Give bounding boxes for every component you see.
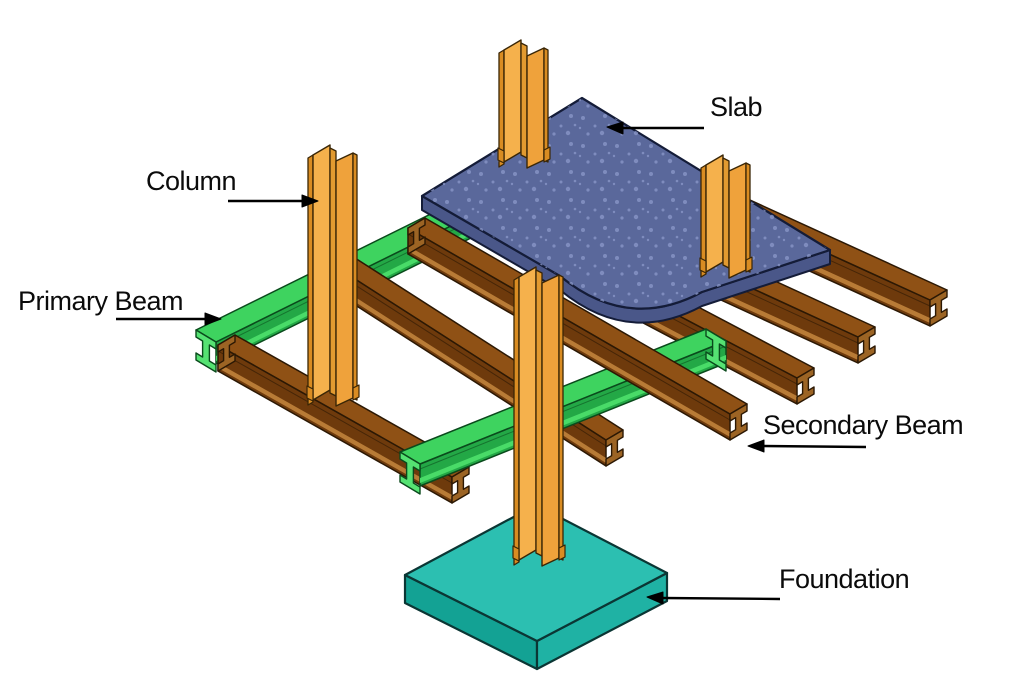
primary-beam-label: Primary Beam — [18, 286, 184, 316]
secondary-beam-label: Secondary Beam — [763, 410, 964, 440]
column-left — [306, 144, 360, 407]
primary-beam-arrow — [116, 312, 222, 326]
annotation-arrows — [116, 121, 867, 605]
foundation-label: Foundation — [779, 564, 910, 594]
column-center — [512, 266, 566, 567]
column-top — [497, 39, 551, 169]
slab-arrow — [606, 121, 704, 135]
column-label: Column — [146, 166, 237, 196]
column-arrow — [228, 194, 319, 208]
secondary-beam-4 — [407, 217, 748, 441]
secondary-beam-arrow — [747, 439, 867, 453]
foundation — [403, 503, 669, 671]
column-right — [699, 154, 753, 279]
slab-label: Slab — [710, 92, 763, 122]
foundation-arrow — [646, 591, 781, 605]
